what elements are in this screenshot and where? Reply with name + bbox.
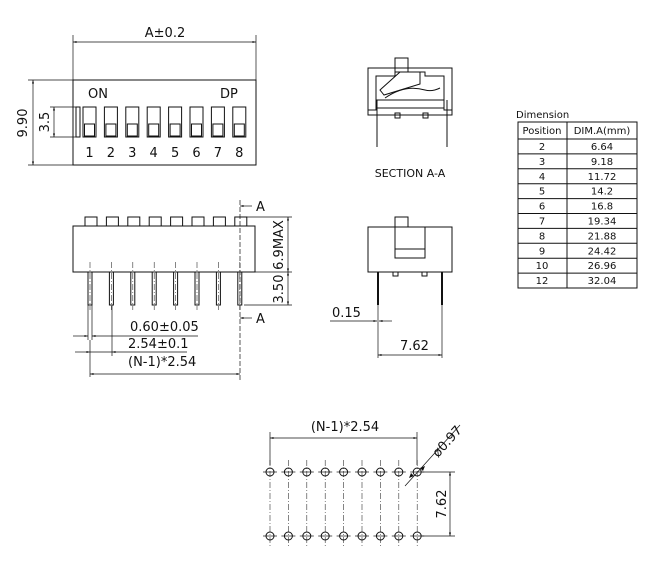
height-dim-label: 9.90 [16, 109, 31, 138]
switch-number: 3 [128, 146, 136, 161]
row-spacing-label: 7.62 [400, 339, 429, 354]
actuator-knob [105, 216, 119, 227]
table-title: Dimension [516, 110, 569, 121]
dim-a-cell: 24.42 [588, 246, 617, 257]
dim-a-cell: 6.64 [591, 142, 613, 153]
height-max-label: 6.9MAX [272, 220, 287, 270]
switch-dim-label: 3.5 [38, 112, 53, 133]
position-cell: 6 [539, 202, 545, 213]
position-cell: 8 [539, 231, 545, 242]
pin [87, 271, 93, 306]
pin [151, 271, 157, 306]
dip-switch-4: 4 [146, 106, 161, 161]
dip-switch-6: 6 [189, 106, 204, 161]
pin [130, 271, 136, 306]
switch-number: 7 [214, 146, 222, 161]
hole-dim-label: ø0.97 [430, 423, 466, 460]
pin-width-label: 0.60±0.05 [130, 320, 199, 335]
position-cell: 2 [539, 142, 545, 153]
section-marker-bottom: A [256, 312, 265, 327]
position-cell: 7 [539, 217, 545, 228]
switch-number: 4 [150, 146, 158, 161]
dim-a-cell: 21.88 [588, 231, 617, 242]
dip-switch-5: 5 [168, 106, 183, 161]
position-cell: 9 [539, 246, 545, 257]
switch-number: 8 [235, 146, 243, 161]
actuator-knob [212, 216, 226, 227]
switch-number: 2 [107, 146, 115, 161]
actuator-knob [234, 216, 248, 227]
table-row: 10 26.96 [518, 257, 637, 272]
dim-a-cell: 9.18 [591, 157, 613, 168]
position-cell: 4 [539, 172, 545, 183]
switch-number: 1 [85, 146, 93, 161]
table-header-position: Position [523, 126, 562, 137]
pin [194, 271, 200, 306]
brand-label: DP [220, 87, 238, 102]
section-title: SECTION A-A [375, 167, 446, 180]
switch-body-top [72, 79, 257, 166]
switch-number: 6 [192, 146, 200, 161]
actuator-knob [148, 216, 162, 227]
footprint-span-label: (N-1)*2.54 [311, 420, 379, 435]
side-view: 6.9MAX 3.50 A A 0.60±0.05 2.54±0.1 (N-1)… [72, 200, 292, 380]
span-label: (N-1)*2.54 [128, 355, 196, 370]
dip-switch-7: 7 [210, 106, 225, 161]
width-dim-label: A±0.2 [145, 26, 185, 41]
pin-thickness-label: 0.15 [332, 306, 361, 321]
end-view: 0.15 7.62 [330, 216, 453, 358]
footprint-row-spacing-label: 7.62 [435, 490, 450, 519]
position-cell: 12 [536, 276, 549, 287]
dip-switch-8: 8 [232, 106, 247, 161]
actuator-knob [127, 216, 141, 227]
position-cell: 3 [539, 157, 545, 168]
dim-a-cell: 19.34 [588, 217, 617, 228]
dim-a-cell: 32.04 [588, 276, 617, 287]
pin [108, 271, 114, 306]
table-row: 12 32.04 [518, 272, 637, 287]
pin [173, 271, 179, 306]
on-label: ON [88, 87, 108, 102]
dip-switch-3: 3 [125, 106, 140, 161]
dim-a-cell: 26.96 [588, 261, 617, 272]
dim-a-cell: 16.8 [591, 202, 613, 213]
section-marker-top: A [256, 200, 265, 215]
dim-a-cell: 14.2 [591, 187, 613, 198]
position-cell: 5 [539, 187, 545, 198]
switch-body-side [72, 225, 256, 273]
actuator-knob [191, 216, 205, 227]
actuator-knob [84, 216, 98, 227]
switch-number: 5 [171, 146, 179, 161]
actuator-knob [170, 216, 184, 227]
position-cell: 10 [536, 261, 549, 272]
pitch-label: 2.54±0.1 [128, 337, 189, 352]
table-header-dim: DIM.A(mm) [574, 126, 631, 137]
dip-switch-2: 2 [103, 106, 118, 161]
footprint-view: (N-1)*2.54 7.62 ø0.97 [263, 420, 466, 548]
section-view: SECTION A-A [367, 57, 453, 180]
pin-length-label: 3.50 [272, 275, 287, 304]
dim-a-cell: 11.72 [588, 172, 617, 183]
dip-switch-1: 1 [82, 106, 97, 161]
pin [215, 271, 221, 306]
